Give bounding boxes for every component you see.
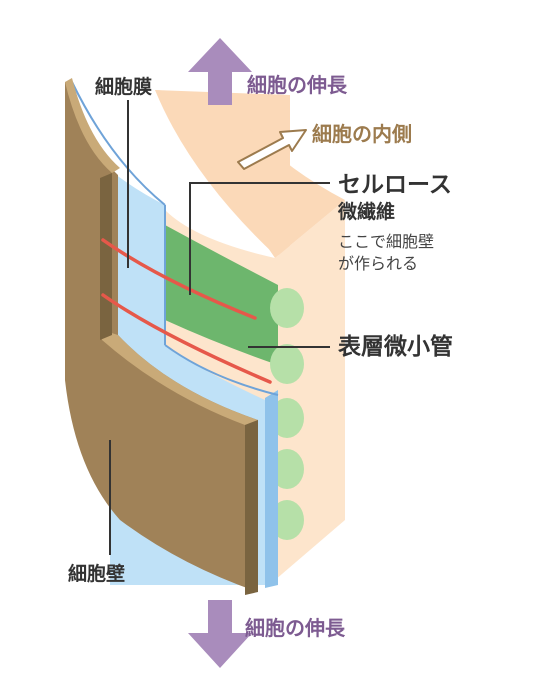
leader-cellulose [189,182,330,295]
cell-wall-top-face [65,78,120,173]
label-elongation-bottom: 細胞の伸長 [245,616,345,640]
label-cellulose-note-line1: ここで細胞壁 [338,232,435,251]
elongation-arrow-top [188,38,252,105]
microtubule-end-1 [270,288,304,328]
membrane-outline [71,81,166,206]
microtubule-end-3 [270,398,304,438]
membrane-strip [265,390,278,588]
microtubule-end-2 [270,344,304,384]
membrane-outline-lower [164,344,279,396]
label-cell-membrane: 細胞膜 [95,76,153,98]
microtubule-end-4 [270,449,304,489]
cell-wall-body [65,82,258,592]
inside-arrow [237,129,307,170]
elongation-arrow-bottom [188,600,252,668]
microtubule-band [165,225,278,365]
cellulose-fibril-1 [101,238,257,320]
label-cortical-microtubule: 表層微小管 [338,334,453,360]
label-cell-inside: 細胞の内側 [312,122,412,146]
label-cellulose-note-line2: が作られる [338,254,419,273]
cell-wall-notch [100,173,112,340]
cellulose-fibril-2 [101,293,272,384]
microtubule-end-5 [270,500,304,540]
label-cellulose-line2: 微繊維 [338,201,396,223]
cell-wall-edge [245,420,258,595]
label-elongation-top: 細胞の伸長 [247,73,347,97]
label-cell-wall: 細胞壁 [68,563,126,585]
cytoplasm-side-face-top [155,90,345,258]
cell-wall-cut-face [102,330,258,425]
label-cellulose-line1: セルロース [338,172,452,198]
microtubule-ends [270,288,304,540]
